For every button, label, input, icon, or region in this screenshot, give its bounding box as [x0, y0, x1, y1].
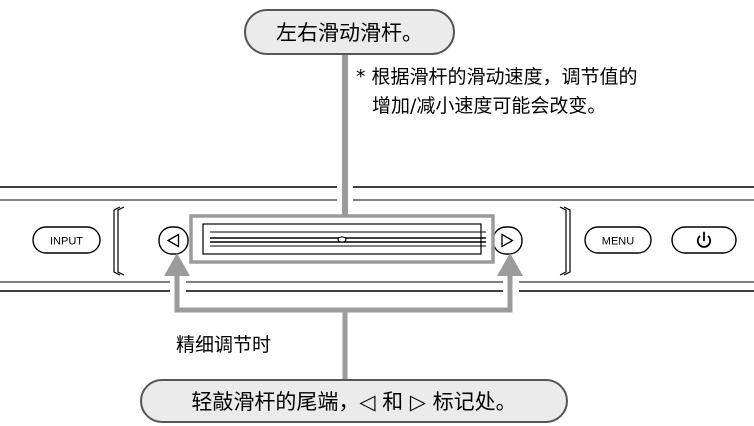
- panel-top-edge: [0, 186, 754, 201]
- input-button[interactable]: INPUT: [32, 226, 101, 254]
- slider-knob[interactable]: [337, 236, 347, 243]
- fine-adjust-label: 精细调节时: [176, 334, 272, 356]
- left-triangle-icon: [166, 233, 180, 248]
- power-icon: [696, 231, 712, 248]
- menu-button-label: MENU: [602, 236, 634, 248]
- callout-slide: 左右滑动滑杆。: [244, 9, 455, 55]
- speed-note-line-1: * 根据滑杆的滑动速度，调节值的: [356, 66, 638, 88]
- bezel-dividers: [113, 206, 571, 276]
- arrow-up-left: [164, 253, 190, 276]
- arrow-up-right: [497, 253, 523, 276]
- slider-left-mark[interactable]: [158, 226, 189, 255]
- speed-note-line-2: 增加/减小速度可能会改变。: [372, 95, 607, 117]
- callout-tap-text: 轻敲滑杆的尾端，◁ 和 ▷ 标记处。: [191, 390, 517, 414]
- bottom-bracket: [174, 272, 513, 379]
- menu-button[interactable]: MENU: [584, 226, 652, 254]
- callout-tap: 轻敲滑杆的尾端，◁ 和 ▷ 标记处。: [140, 379, 568, 423]
- speed-note: * 根据滑杆的滑动速度，调节值的 增加/减小速度可能会改变。: [356, 63, 638, 121]
- input-button-label: INPUT: [50, 236, 83, 248]
- right-triangle-icon: [501, 233, 514, 248]
- slider-right-mark[interactable]: [492, 226, 523, 255]
- callout-slide-text: 左右滑动滑杆。: [276, 21, 423, 45]
- panel-bottom-edge: [0, 281, 754, 292]
- power-button[interactable]: [671, 226, 737, 254]
